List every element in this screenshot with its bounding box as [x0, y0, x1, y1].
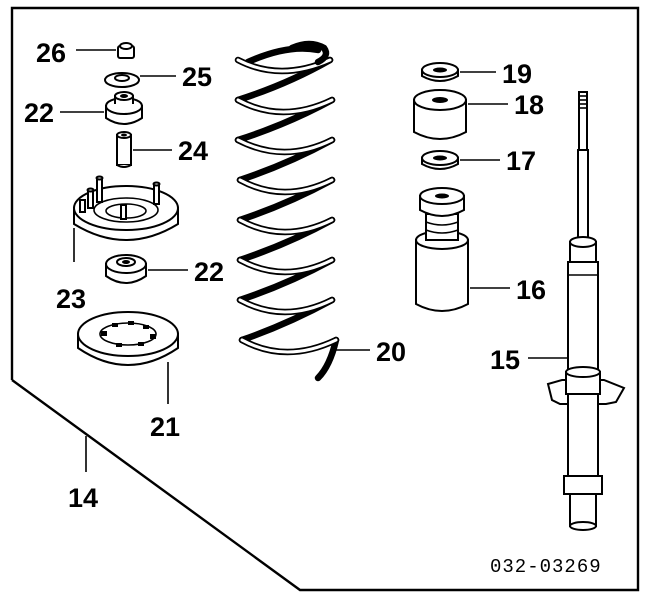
part-label-25: 25 [182, 62, 212, 92]
mount-base-icon [73, 175, 179, 241]
shock-absorber-icon [546, 91, 626, 531]
part-label-22-top: 22 [24, 98, 54, 128]
part-label-14: 14 [68, 483, 98, 513]
bushing-icon [413, 89, 467, 140]
coil-spring-icon [234, 40, 340, 382]
drawing-number: 032-03269 [490, 556, 602, 578]
part-label-18: 18 [514, 90, 544, 120]
washer-icon [421, 62, 459, 82]
part-label-15: 15 [490, 345, 520, 375]
part-label-26: 26 [36, 38, 66, 68]
part-label-20: 20 [376, 337, 406, 367]
part-label-16: 16 [516, 275, 546, 305]
collar-icon [116, 131, 132, 168]
dust-boot-icon [415, 187, 469, 312]
bushing-icon [105, 91, 143, 125]
part-label-24: 24 [178, 136, 208, 166]
nut-icon [117, 42, 135, 59]
part-label-21: 21 [150, 412, 180, 442]
part-label-17: 17 [506, 146, 536, 176]
part-label-23: 23 [56, 284, 86, 314]
assembly-frame [10, 6, 640, 592]
washer-icon [421, 150, 459, 170]
part-label-22-lower: 22 [194, 257, 224, 287]
spring-seat-icon [77, 311, 179, 366]
part-label-19: 19 [502, 59, 532, 89]
bushing-icon [105, 254, 147, 284]
washer-icon [104, 72, 140, 88]
